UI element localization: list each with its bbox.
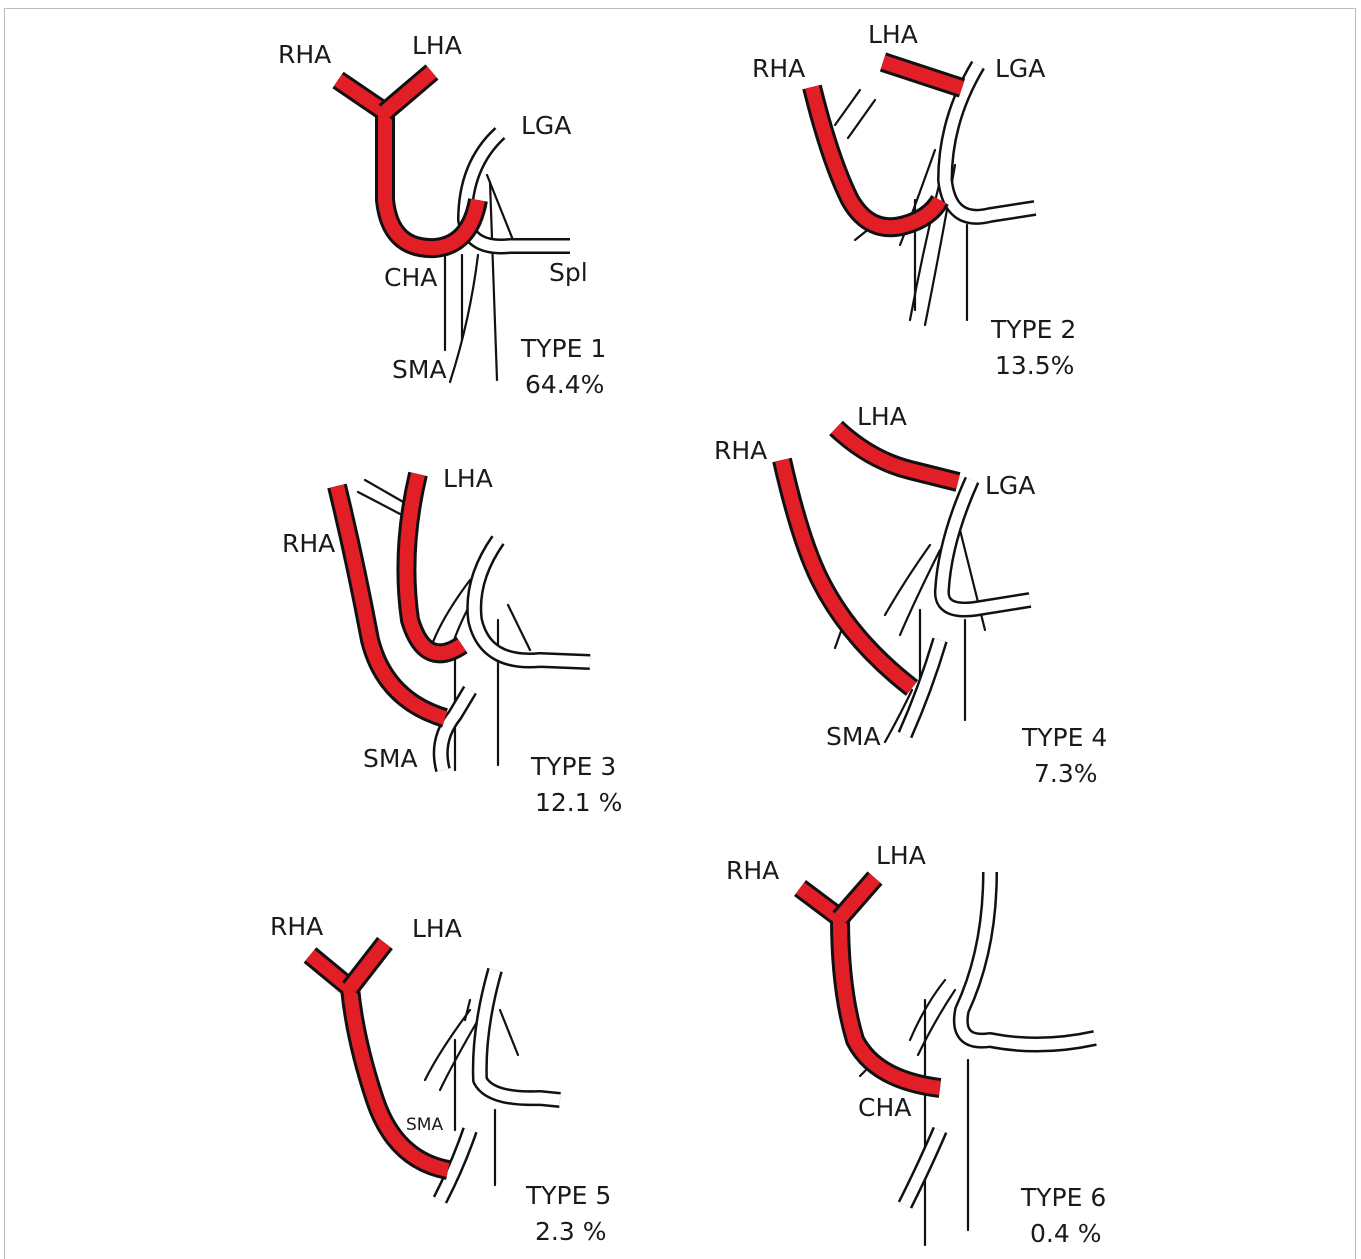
label-sma: SMA <box>392 355 447 384</box>
type-label: TYPE 4 <box>1021 723 1107 752</box>
label-rha: RHA <box>270 912 323 941</box>
hepatic-artery-red <box>338 72 478 248</box>
label-sma: SMA <box>826 722 881 751</box>
label-cha: CHA <box>858 1093 911 1122</box>
label-lha: LHA <box>412 31 462 60</box>
panel-type-1: RHA LHA LGA CHA Spl SMA TYPE 1 64.4% <box>278 31 606 399</box>
lower-vessel <box>905 1130 940 1205</box>
label-spl: Spl <box>549 258 588 287</box>
panel-type-3: RHA LHA SMA TYPE 3 12.1 % <box>282 464 622 817</box>
percent-label: 12.1 % <box>535 788 622 817</box>
splenic-vessel <box>474 540 590 662</box>
percent-label: 7.3% <box>1034 759 1098 788</box>
label-rha: RHA <box>282 529 335 558</box>
label-rha: RHA <box>714 436 767 465</box>
hepatic-artery-red <box>812 62 962 227</box>
hepatic-artery-red <box>310 943 448 1170</box>
aorta-vessel <box>961 872 1095 1045</box>
panel-type-6: RHA LHA CHA TYPE 6 0.4 % <box>726 841 1106 1248</box>
hepatic-artery-red <box>337 474 462 718</box>
aorta-lines <box>445 165 515 382</box>
type-label: TYPE 6 <box>1020 1183 1106 1212</box>
type-label: TYPE 3 <box>530 752 616 781</box>
label-rha: RHA <box>752 54 805 83</box>
hepatic-artery-red <box>800 878 940 1088</box>
label-lga: LGA <box>995 54 1045 83</box>
lga-splenic-vessel <box>465 133 570 246</box>
percent-label: 2.3 % <box>535 1217 606 1246</box>
percent-label: 64.4% <box>525 370 604 399</box>
label-lga: LGA <box>985 471 1035 500</box>
label-rha: RHA <box>726 856 779 885</box>
label-lha: LHA <box>443 464 493 493</box>
panel-type-4: RHA LHA LGA SMA TYPE 4 7.3% <box>714 402 1107 788</box>
label-cha: CHA <box>384 263 437 292</box>
aorta-vessel <box>480 970 560 1100</box>
label-rha: RHA <box>278 40 331 69</box>
type-label: TYPE 5 <box>525 1181 611 1210</box>
label-sma: SMA <box>406 1115 443 1135</box>
label-sma: SMA <box>363 744 418 773</box>
label-lga: LGA <box>521 111 571 140</box>
percent-label: 13.5% <box>995 351 1074 380</box>
label-lha: LHA <box>857 402 907 431</box>
panel-type-2: RHA LHA LGA TYPE 2 13.5% <box>752 20 1076 380</box>
panel-type-5: RHA LHA SMA TYPE 5 2.3 % <box>270 912 611 1246</box>
percent-label: 0.4 % <box>1030 1219 1101 1248</box>
label-lha: LHA <box>876 841 926 870</box>
label-lha: LHA <box>868 20 918 49</box>
label-lha: LHA <box>412 914 462 943</box>
type-label: TYPE 2 <box>990 315 1076 344</box>
type-label: TYPE 1 <box>520 334 606 363</box>
